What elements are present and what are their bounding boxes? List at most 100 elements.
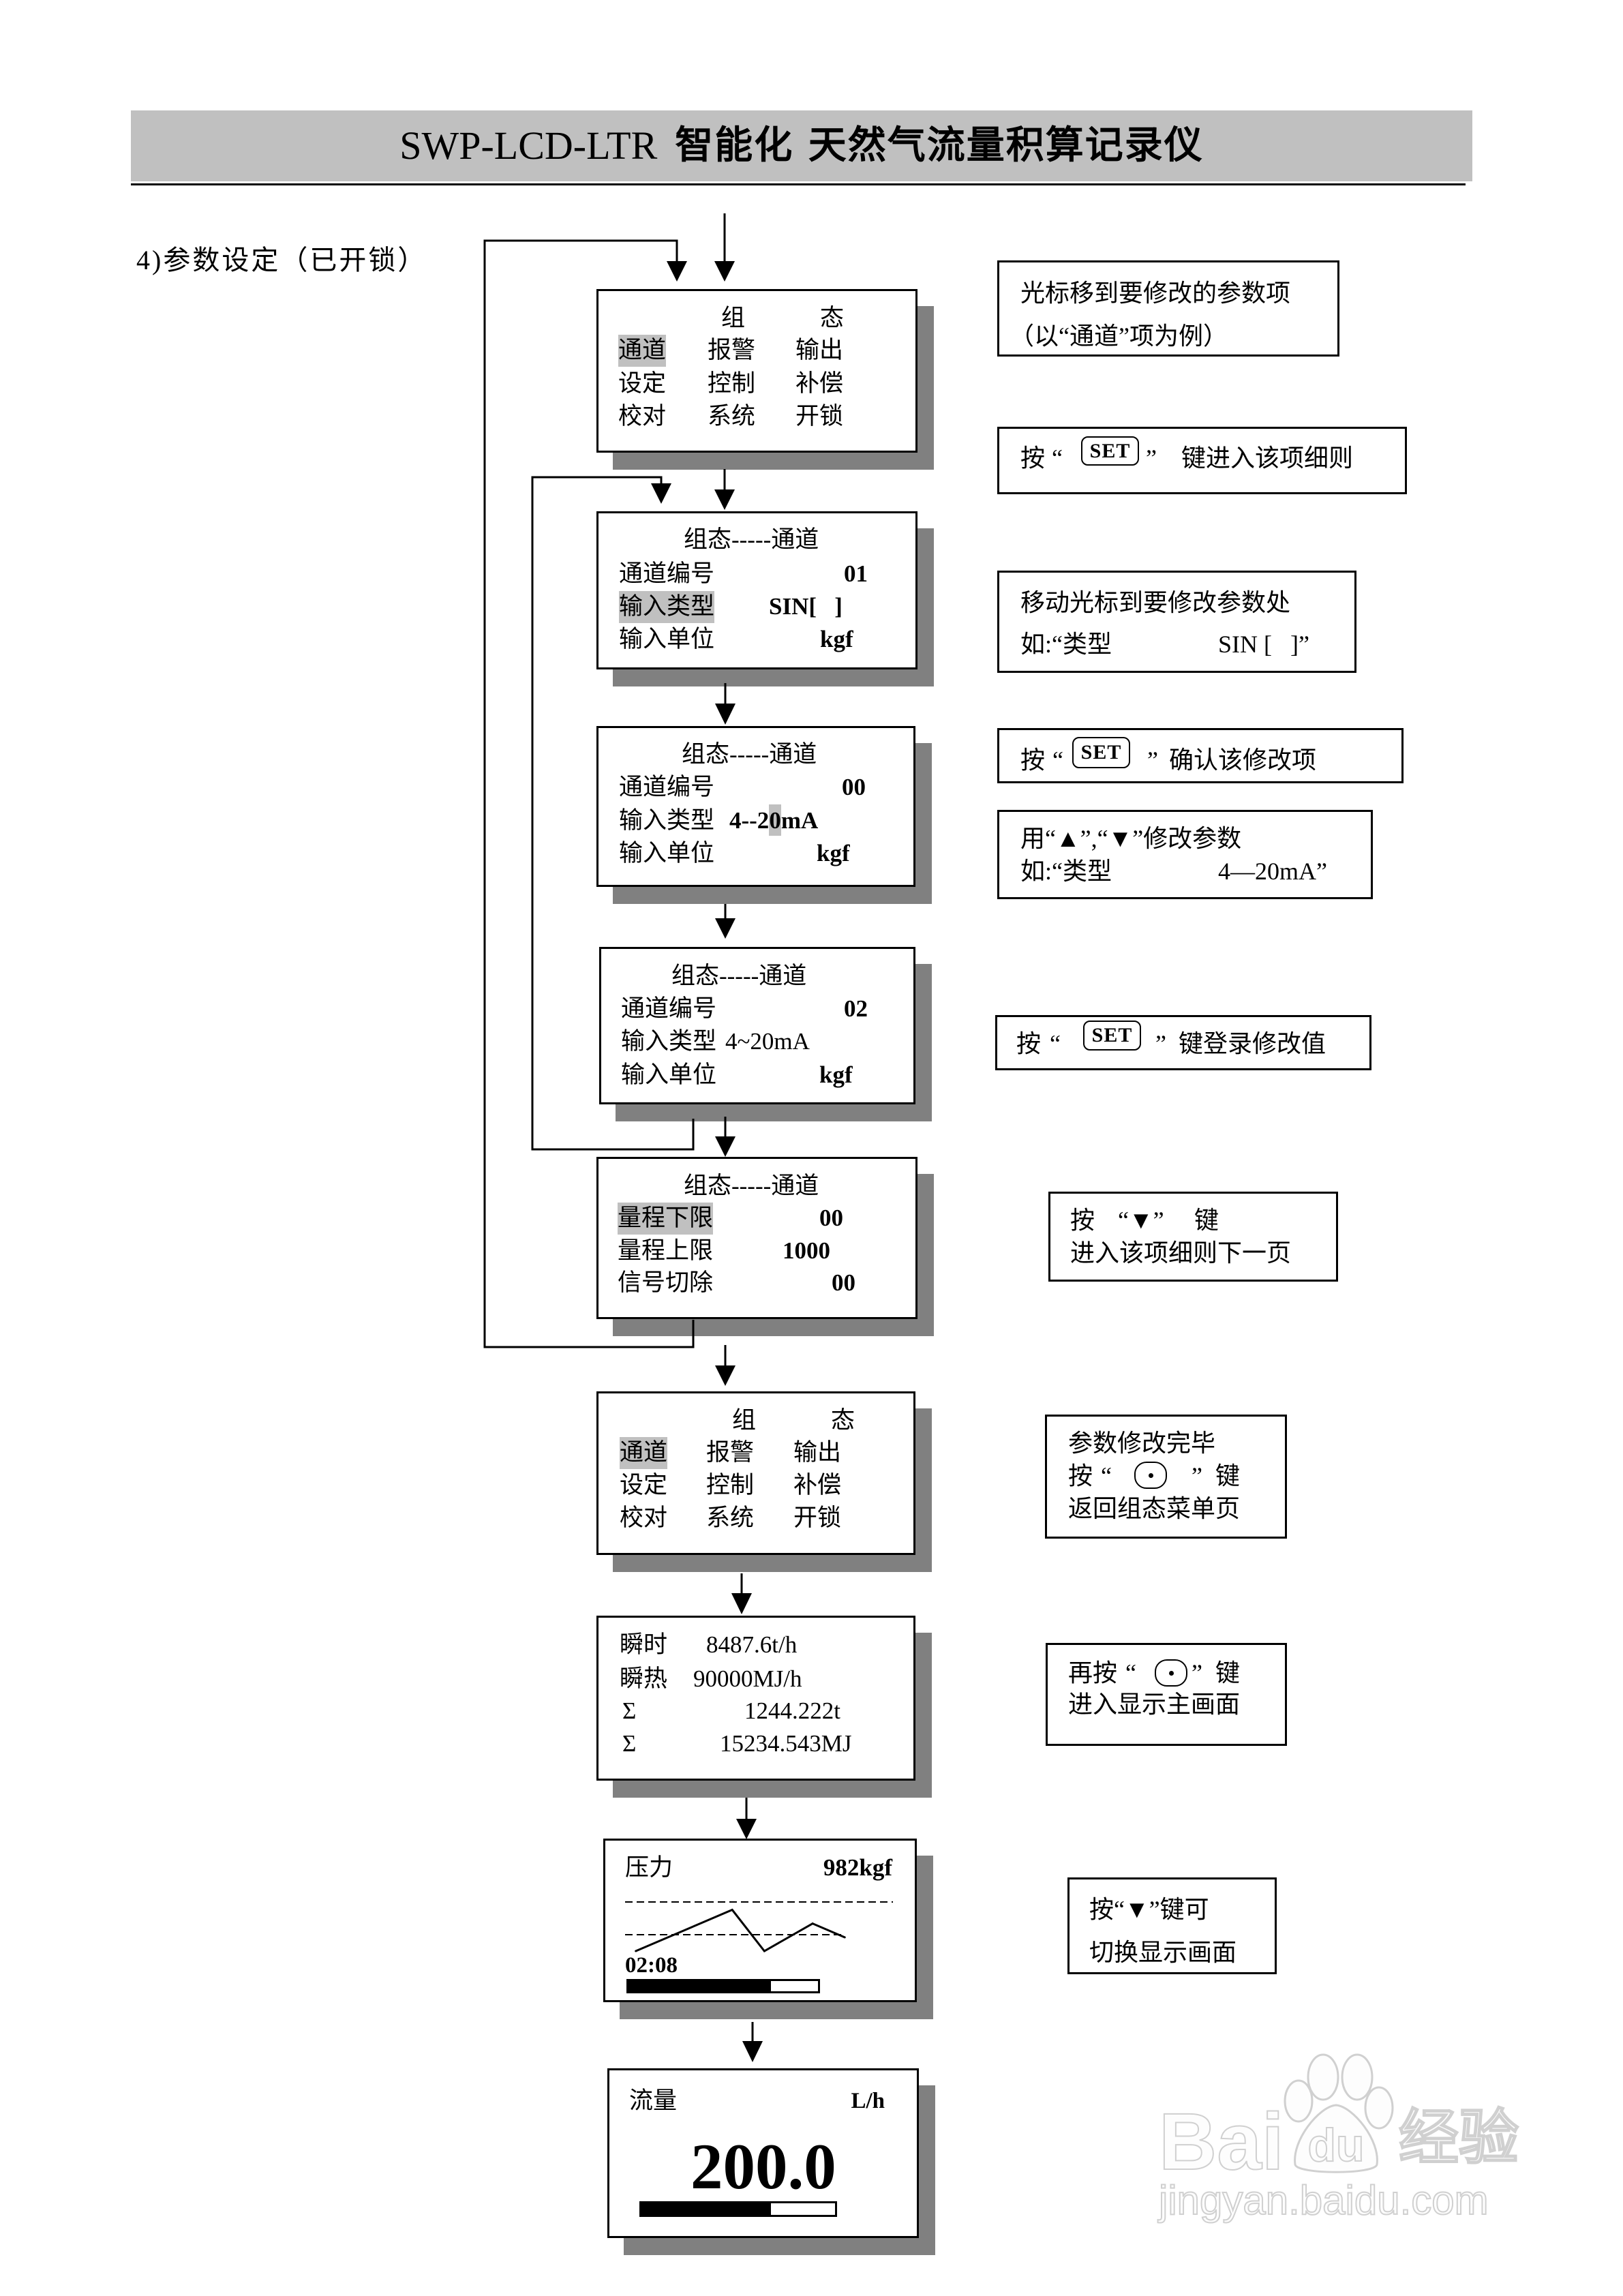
watermark-url: jingyan.baidu.com (1158, 2177, 1489, 2223)
set-key-icon: SET (1083, 1021, 1141, 1051)
param-value: 4~20mA (725, 1028, 810, 1055)
arrow-head-icon (715, 704, 735, 725)
param-value: kgf (820, 626, 853, 652)
note-to-main: 再按 “ ” 键 进入显示主画面 (1046, 1643, 1287, 1746)
dot-key-icon (1155, 1659, 1187, 1687)
value-cursor: 0 (769, 804, 781, 836)
menu-item: 校对 (620, 1505, 668, 1531)
note-line: 参数修改完毕 (1068, 1430, 1216, 1457)
note-line: （以“通道”项为例） (1010, 322, 1228, 350)
note-confirm-item: 按 “ SET ” 确认该修改项 (997, 728, 1404, 783)
note-line: 切换显示画面 (1089, 1939, 1237, 1966)
flow-arrow (714, 469, 735, 510)
close-quote: ” (1147, 746, 1158, 774)
open-quote: “ (1052, 444, 1063, 472)
screen-channel-range: 组态-----通道 量程下限 00 量程上限 1000 信号切除 00 (596, 1157, 917, 1319)
trend-point (811, 1922, 814, 1925)
menu-item: 报警 (706, 1439, 755, 1466)
param-label: 量程上限 (618, 1237, 714, 1264)
close-quote: ” (1155, 1030, 1166, 1057)
param-label: 输入类型 (619, 591, 715, 623)
param-value: 00 (832, 1269, 855, 1296)
measure-unit: L/h (851, 2089, 885, 2113)
note-finish: 参数修改完毕 按 “ ” 键 返回组态菜单页 (1045, 1415, 1287, 1539)
down-key-icon: “▼” (1118, 1207, 1164, 1234)
trend-point (635, 1950, 637, 1952)
flow-arrow (715, 1117, 735, 1157)
menu-item: 补偿 (795, 370, 844, 397)
note-modify-value: 用“▲”,“▼”修改参数 如:“类型 4—20mA” (997, 810, 1373, 899)
measure-label: 流量 (629, 2087, 678, 2114)
menu-item: 校对 (618, 403, 667, 429)
note-text: 键登录修改值 (1179, 1030, 1326, 1057)
open-quote: “ (1052, 746, 1063, 774)
note-text: 按 (1070, 1207, 1095, 1234)
param-label: 输入类型 (619, 807, 715, 834)
screen-title-right: 态 (831, 1407, 855, 1434)
dot-key-icon (1134, 1462, 1167, 1489)
paw-toe (1284, 2079, 1314, 2123)
measure-label: 压力 (625, 1854, 673, 1881)
header-model: SWP-LCD-LTR (399, 123, 658, 168)
param-value-editing: 4--20mA (729, 804, 818, 836)
watermark-product: 经验 (1398, 2104, 1519, 2171)
trend-chart (625, 1901, 893, 1952)
watermark-paw-text: du (1307, 2119, 1364, 2171)
param-label: 通道编号 (619, 774, 715, 800)
screen-flow-display: 流量 L/h 200.0 (607, 2068, 919, 2238)
menu-item: 输出 (795, 337, 844, 363)
screen-config-menu-return: 组 态 通道 报警 输出 设定 控制 补偿 校对 系统 开锁 (596, 1391, 915, 1555)
screen-title-right: 态 (820, 305, 845, 331)
param-label: 通道编号 (619, 560, 715, 587)
param-label: 量程下限 (618, 1203, 714, 1235)
note-line: 移动光标到要修改参数处 (1020, 589, 1291, 616)
screen-title: 组态-----通道 (684, 1173, 819, 1199)
level-bar-fill (641, 2203, 772, 2215)
note-select-item: 光标移到要修改的参数项 （以“通道”项为例） (997, 260, 1339, 357)
screen-config-menu: 组 态 通道 报警 输出 设定 控制 补偿 校对 系统 开锁 (596, 289, 917, 453)
screen-title: 组态-----通道 (682, 741, 817, 768)
flow-arrow (731, 1573, 752, 1614)
flow-arrow (714, 213, 735, 282)
note-line: 进入该项细则下一页 (1070, 1239, 1292, 1267)
param-label: 信号切除 (618, 1269, 714, 1296)
note-switch-display: 按“▼”键可 切换显示画面 (1067, 1877, 1277, 1974)
param-value: kgf (819, 1061, 853, 1088)
menu-item: 控制 (708, 370, 756, 397)
note-line: 返回组态菜单页 (1068, 1495, 1241, 1522)
param-value: kgf (817, 840, 850, 866)
arrow-head-icon (715, 1136, 735, 1157)
param-label: 输入单位 (621, 1061, 717, 1088)
sum-icon: Σ (622, 1730, 637, 1757)
arrow-head-icon (715, 918, 735, 939)
param-value: SIN[ ] (769, 593, 843, 620)
set-key-icon: SET (1072, 737, 1130, 768)
note-text: 按 (1020, 444, 1046, 472)
screen-channel-edit: 组态-----通道 通道编号 00 输入类型 4--20mA 输入单位 kgf (596, 726, 915, 887)
trend-line (635, 1908, 845, 1952)
paw-toe (1364, 2086, 1394, 2130)
param-value: 01 (844, 560, 868, 587)
watermark-brand: Bai (1158, 2097, 1285, 2187)
note-text: 键 (1215, 1659, 1241, 1687)
reading-value: 8487.6t/h (706, 1631, 798, 1658)
screen-title: 组态-----通道 (671, 963, 807, 989)
note-line: 光标移到要修改的参数项 (1020, 280, 1291, 307)
reading-value: 90000MJ/h (693, 1665, 802, 1692)
flow-arrow (715, 1345, 735, 1386)
open-quote: “ (1101, 1462, 1112, 1490)
arrow-head-icon (651, 483, 671, 504)
close-quote: ” (1146, 444, 1157, 472)
screen-title-left: 组 (732, 1407, 757, 1434)
note-text: 确认该修改项 (1169, 746, 1317, 774)
menu-item: 通道 (620, 1437, 668, 1469)
arrow-head-icon (714, 489, 735, 510)
paw-toe (1341, 2053, 1374, 2101)
menu-item: 系统 (708, 403, 756, 429)
arrow-head-icon (667, 261, 687, 282)
header-band: SWP-LCD-LTR 智能化 天然气流量积算记录仪 (131, 110, 1472, 181)
menu-item: 通道 (618, 335, 667, 367)
paw-logo-icon: du (1284, 2053, 1394, 2173)
open-quote: “ (1125, 1659, 1136, 1687)
menu-item: 设定 (620, 1472, 668, 1498)
